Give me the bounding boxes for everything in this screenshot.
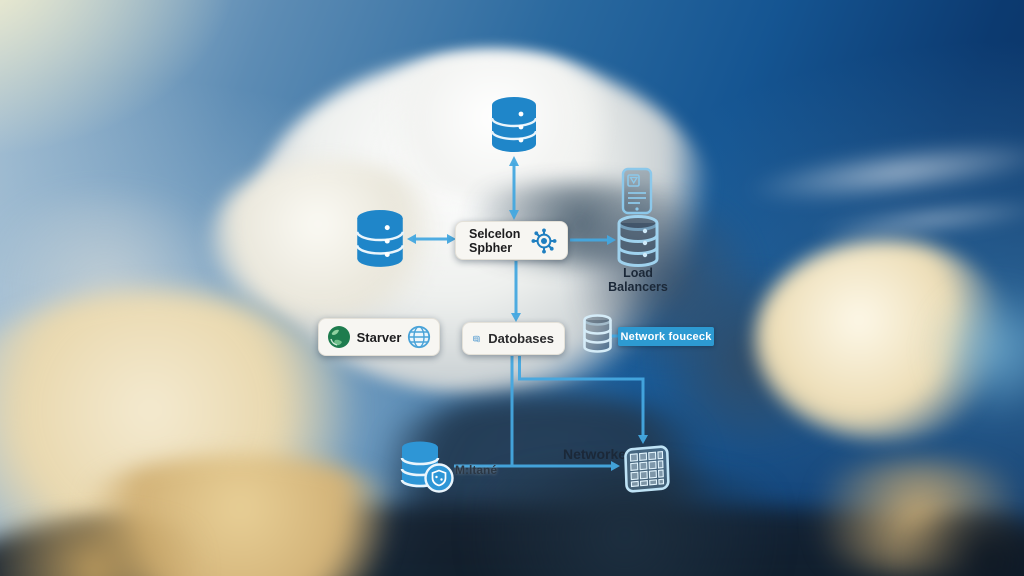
mobile-device-icon xyxy=(621,167,653,215)
networke-label: Networke xyxy=(563,446,627,462)
arrowhead-right xyxy=(607,235,616,245)
starver-label: Starver xyxy=(356,329,402,345)
databases-node: Datobases xyxy=(462,322,565,355)
database-icon xyxy=(490,97,538,152)
hub-network-icon xyxy=(531,228,557,253)
arrowhead-up xyxy=(509,156,519,166)
connector-databases-grid xyxy=(518,356,645,436)
server-grid-icon xyxy=(624,445,670,493)
arrowhead-right xyxy=(447,234,456,244)
selcelon-spbher-node: Selcelon Spbher xyxy=(455,221,568,260)
database-icon xyxy=(356,210,404,267)
arrowhead-left xyxy=(407,234,416,244)
msltane-database-node xyxy=(399,440,457,501)
top-database-node xyxy=(489,96,539,159)
database-box-icon xyxy=(473,335,480,342)
load-balancers-label: Load Balancers xyxy=(608,266,668,294)
mobile-device-node xyxy=(621,167,653,220)
database-shield-icon xyxy=(400,441,454,493)
databases-label: Datobases xyxy=(488,331,554,346)
load-balancers-node xyxy=(616,215,660,272)
left-database-node xyxy=(354,209,406,274)
server-grid-node xyxy=(623,444,671,499)
globe-wireframe-icon xyxy=(407,325,431,349)
arrowhead-down xyxy=(511,313,521,322)
arrowhead-down xyxy=(638,435,648,444)
selcelon-label: Selcelon Spbher xyxy=(469,227,520,255)
globe-green-icon xyxy=(328,326,350,348)
arrowhead-right xyxy=(611,461,620,471)
network-badge: Network fouceck xyxy=(618,327,714,346)
starver-node: Starver xyxy=(318,318,440,356)
msltane-label: M:ltané xyxy=(455,463,497,477)
cloud-puff xyxy=(415,465,835,576)
database-outline-icon xyxy=(583,314,612,353)
arrowhead-down xyxy=(509,210,519,220)
database-outline-icon xyxy=(617,215,659,267)
selcelon-label-line2: Spbher xyxy=(469,240,513,255)
network-database-node xyxy=(582,314,613,359)
selcelon-label-line1: Selcelon xyxy=(469,226,521,241)
